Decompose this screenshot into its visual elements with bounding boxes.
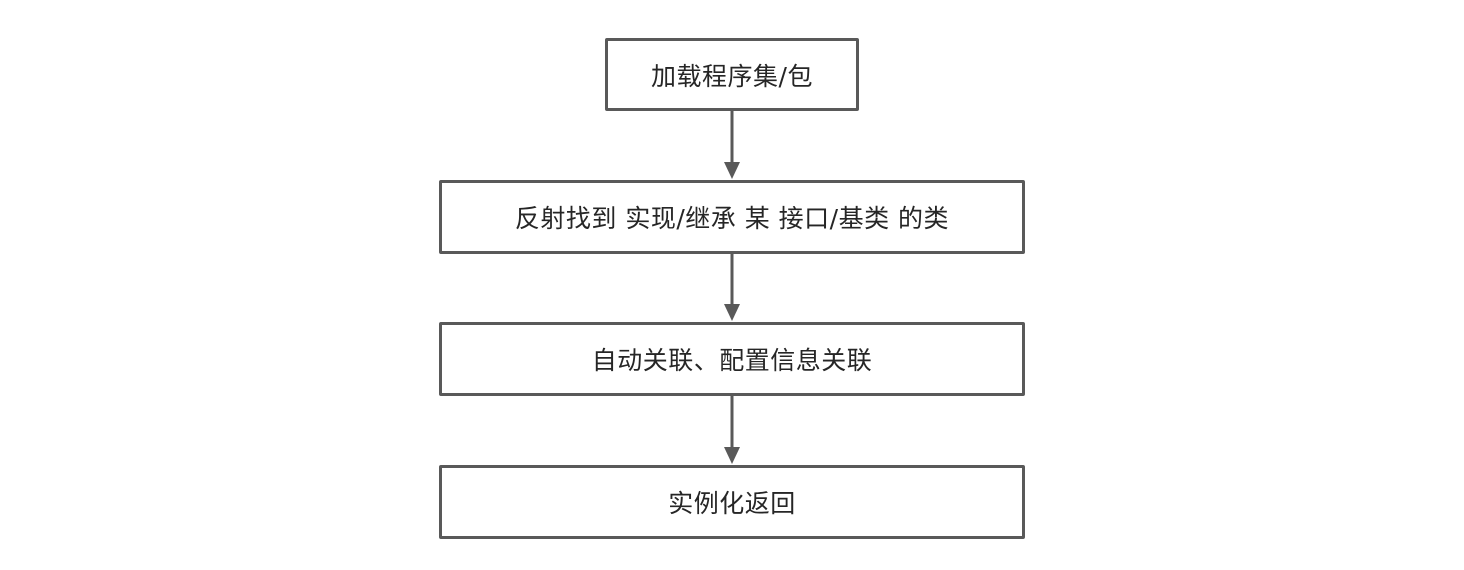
flow-node-load-assembly: 加载程序集/包 bbox=[605, 38, 859, 111]
flow-node-label: 加载程序集/包 bbox=[651, 61, 813, 91]
flow-node-instantiate-return: 实例化返回 bbox=[439, 465, 1025, 539]
flow-node-label: 反射找到 实现/继承 某 接口/基类 的类 bbox=[514, 204, 950, 233]
arrow-step2-to-step3 bbox=[724, 254, 740, 321]
arrow-step3-to-step4 bbox=[724, 396, 740, 464]
flow-node-label: 自动关联、配置信息关联 bbox=[591, 346, 873, 375]
arrow-step1-to-step2 bbox=[724, 111, 740, 179]
flow-node-label: 实例化返回 bbox=[668, 489, 796, 518]
flow-node-reflect-find-classes: 反射找到 实现/继承 某 接口/基类 的类 bbox=[439, 180, 1025, 254]
flow-node-auto-associate: 自动关联、配置信息关联 bbox=[439, 322, 1025, 396]
